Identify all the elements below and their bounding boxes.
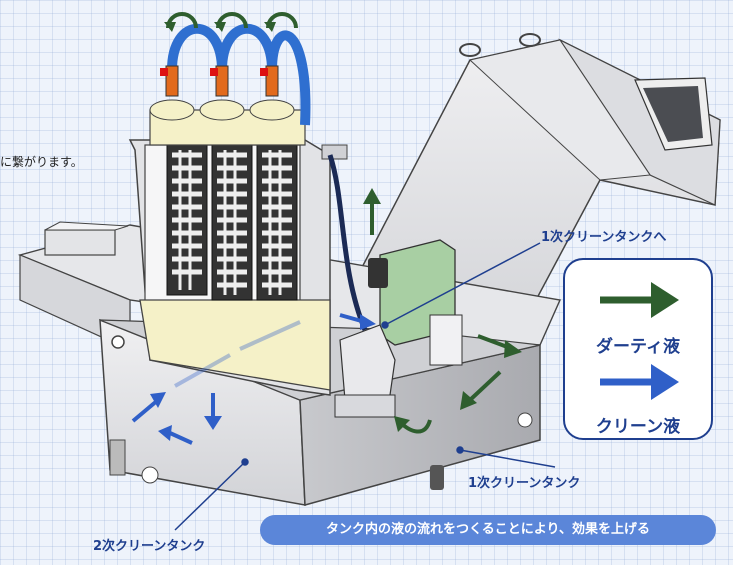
hoses-and-valves xyxy=(160,23,368,331)
legend-arrows xyxy=(600,282,679,400)
filter-unit xyxy=(128,99,348,396)
dirty-flow-arrows xyxy=(363,188,522,434)
label-leader-lines xyxy=(174,242,556,531)
label-secondary-tank: 2次クリーンタンク xyxy=(93,539,206,554)
legend-clean-label: クリーン液 xyxy=(595,417,681,437)
filter-cages xyxy=(166,144,298,301)
monitor-screen xyxy=(634,77,713,151)
clean-flow-arrows xyxy=(131,313,376,445)
label-primary-tank: 1次クリーンタンク xyxy=(468,476,581,491)
rotation-arrows xyxy=(164,12,298,32)
legend-dirty-label: ダーティ液 xyxy=(596,337,680,357)
clean-legend-arrow xyxy=(600,364,679,400)
pump-unit xyxy=(334,239,463,418)
label-to-primary-tank: 1次クリーンタンクへ xyxy=(541,230,667,245)
effect-banner: タンク内の液の流れをつくることにより、効果を上げる xyxy=(260,515,716,545)
partial-description-text: に繋がります。 xyxy=(0,155,83,169)
dirty-legend-arrow xyxy=(600,282,679,318)
flow-legend: ダーティ液 クリーン液 xyxy=(563,258,713,440)
